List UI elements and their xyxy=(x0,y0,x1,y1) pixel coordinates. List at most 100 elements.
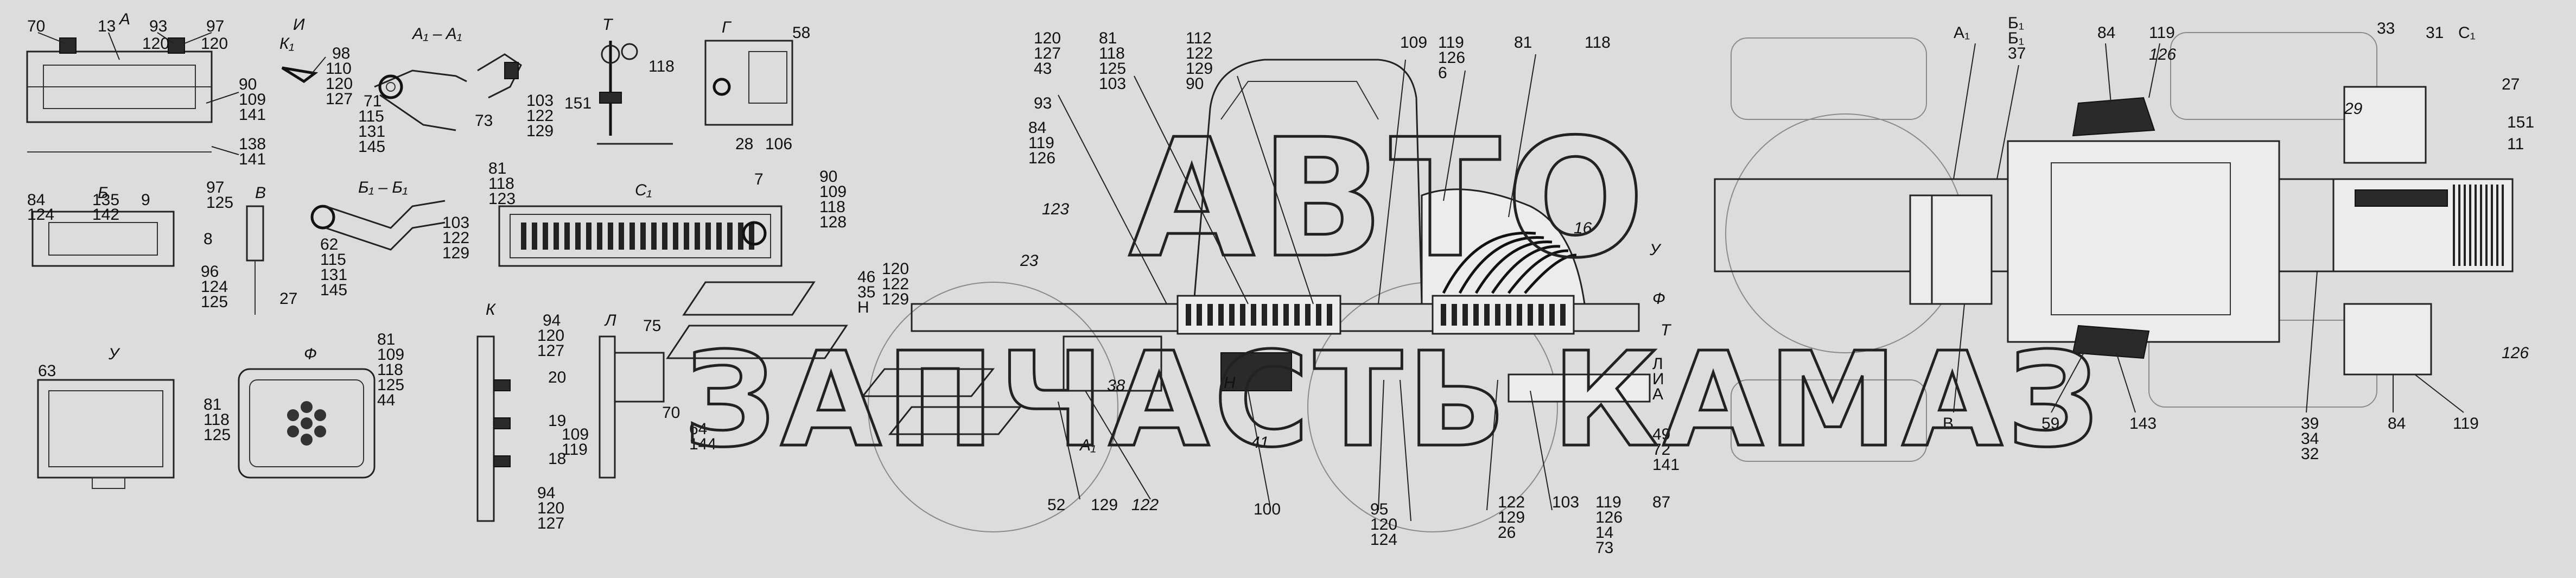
callout: А xyxy=(1652,385,1663,403)
callout: 141 xyxy=(239,150,266,168)
callout: 27 xyxy=(279,290,297,308)
callout: 145 xyxy=(358,138,385,156)
callout: 129 xyxy=(526,122,554,140)
truck-top-view xyxy=(1714,32,2514,462)
callout: 115 xyxy=(320,251,346,269)
callout: 119 xyxy=(2149,24,2175,42)
vent-slot xyxy=(1273,304,1278,326)
callout: 94 xyxy=(543,312,561,329)
bottom-intake xyxy=(2072,325,2150,359)
vent-slot xyxy=(684,223,689,250)
callout: 112 xyxy=(1186,29,1212,47)
vent-slot xyxy=(651,223,657,250)
view-u-title: У xyxy=(108,345,120,363)
windshield xyxy=(1220,81,1379,120)
callout: 122 xyxy=(1498,493,1525,511)
air-filter xyxy=(1909,194,1993,305)
step-lower-2 xyxy=(888,406,1022,435)
callout: 122 xyxy=(526,107,554,125)
vent-slot xyxy=(2480,185,2482,266)
callout: 35 xyxy=(857,283,875,301)
callout: 118 xyxy=(1585,34,1611,52)
callout: 143 xyxy=(2129,415,2157,433)
view-l-detail: Л 75 109 119 70 64 144 xyxy=(562,312,716,479)
callout: Т xyxy=(1661,321,1672,339)
callout: 64 xyxy=(689,420,707,438)
callout: 144 xyxy=(689,435,716,453)
callout: 81 xyxy=(377,331,395,348)
engine-bay xyxy=(2007,140,2280,343)
callout: 142 xyxy=(92,206,119,224)
right-callouts: А₁ Б₁ Б₁ 37 84 119 126 33 31 С₁ 27 29 15… xyxy=(1943,14,2534,463)
callout: 120 xyxy=(142,35,169,53)
vent-slot xyxy=(619,223,624,250)
vent-slot xyxy=(1327,304,1332,326)
truck-side-view xyxy=(666,54,1651,532)
callout: 129 xyxy=(1186,60,1213,78)
callout: 31 xyxy=(2426,24,2444,42)
callout: 127 xyxy=(537,342,564,360)
step-lower-1 xyxy=(861,368,995,397)
view-i-label: И xyxy=(293,16,305,34)
callout: 124 xyxy=(201,278,228,296)
vent-slot xyxy=(521,223,526,250)
callout: 98 xyxy=(332,45,350,62)
callout: 109 xyxy=(239,91,266,109)
fairing-rib xyxy=(1474,240,1553,294)
callout: 11 xyxy=(2507,135,2524,153)
vent-slot xyxy=(1305,304,1311,326)
vent-slot xyxy=(1186,304,1191,326)
front-module xyxy=(1063,335,1162,392)
connector-pin xyxy=(314,425,326,437)
vent-slot xyxy=(1251,304,1256,326)
callout: 90 xyxy=(239,75,257,93)
view-f-title: Ф xyxy=(304,345,317,363)
callout: 118 xyxy=(1099,45,1125,62)
bushing xyxy=(378,74,403,99)
callout: 141 xyxy=(1652,456,1680,474)
callout: 73 xyxy=(1595,539,1613,557)
callout: 127 xyxy=(326,90,353,108)
step-upper xyxy=(682,281,816,316)
callout: 71 xyxy=(364,92,381,110)
callout: 119 xyxy=(562,441,588,459)
tray-outline xyxy=(31,211,175,267)
callout: 129 xyxy=(442,244,469,262)
callout: 126 xyxy=(1438,49,1465,67)
view-f-detail: Ф 81 109 118 125 44 xyxy=(238,331,404,479)
callout: 126 xyxy=(1595,509,1623,526)
callout: С₁ xyxy=(2458,24,2476,42)
callout: 120 xyxy=(537,327,564,345)
vent-slot xyxy=(575,223,581,250)
callout: А₁ xyxy=(1079,436,1096,454)
vent-slot xyxy=(1229,304,1235,326)
callout: 119 xyxy=(1028,134,1054,152)
callout: 84 xyxy=(27,191,45,209)
fairing-rib xyxy=(1508,249,1569,294)
callout: 103 xyxy=(1099,75,1126,93)
vent-slot xyxy=(1528,304,1533,326)
callout: В xyxy=(1943,415,1954,433)
vent-slot xyxy=(1484,304,1490,326)
callout: 129 xyxy=(1091,496,1118,514)
connector-pin xyxy=(301,434,313,446)
callout: 118 xyxy=(648,58,675,75)
view-i-k1-detail: И К₁ 98 110 120 127 xyxy=(279,16,353,108)
callout: 84 xyxy=(2388,415,2406,433)
callout: 37 xyxy=(2008,45,2026,62)
vent-slot xyxy=(1240,304,1245,326)
rear-step xyxy=(1508,373,1651,403)
callout: 120 xyxy=(201,35,228,53)
callout: 34 xyxy=(2301,430,2319,448)
callout: 58 xyxy=(792,24,810,42)
callout: 46 xyxy=(857,268,875,286)
vent-slot xyxy=(1207,304,1213,326)
callout: 120 xyxy=(882,260,909,278)
callout: 8 xyxy=(203,230,213,248)
callout: Н xyxy=(1224,374,1236,392)
vent-slot xyxy=(597,223,602,250)
box-outline xyxy=(704,40,793,126)
clamp-detail: 73 103 122 129 xyxy=(475,53,554,140)
callout: 141 xyxy=(239,106,266,124)
callout: 122 xyxy=(1131,496,1159,514)
